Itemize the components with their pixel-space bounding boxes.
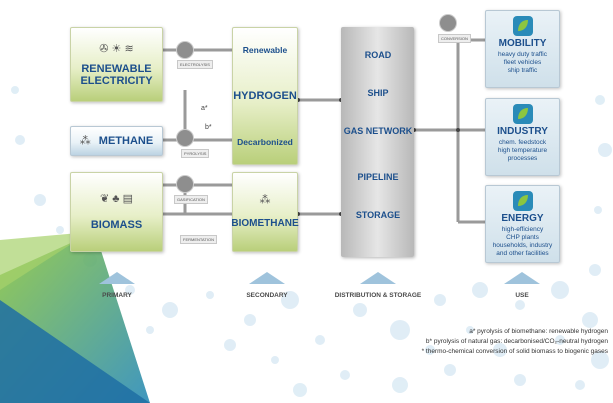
mobility-leaf-icon (513, 16, 533, 36)
secondary-stage-label: SECONDARY (246, 292, 288, 299)
distribution-road: ROAD (364, 50, 392, 60)
pyrolysis-flame-icon (177, 130, 193, 146)
renewable-label: Renewable (242, 45, 288, 56)
use-energy-title: ENERGY (501, 213, 544, 224)
distribution-ship: SHIP (367, 88, 389, 98)
distribution-stage-triangle (360, 272, 396, 284)
pyrolysis-tag: PYROLYSIS (181, 149, 210, 158)
use-stage-triangle (504, 272, 540, 284)
renewable-electricity-box: ✇ ☀ ≋ RENEWABLE ELECTRICITY (70, 27, 163, 102)
pyrolysis-a-marker: a* (201, 105, 208, 112)
footnote-a: a* pyrolysis of biomethane: renewable hy… (469, 328, 608, 335)
pyrolysis-b-marker: b* (205, 124, 212, 131)
use-industry-title: INDUSTRY (497, 126, 548, 137)
hydrogen-label: HYDROGEN (233, 89, 297, 102)
methane-label: METHANE (98, 135, 154, 147)
molecule-icon: ⁂ (259, 194, 271, 206)
renewable-electricity-label: RENEWABLE ELECTRICITY (80, 62, 153, 87)
industry-leaf-icon (513, 104, 533, 124)
molecule-icon: ⁂ (79, 135, 91, 147)
distribution-pipeline: PIPELINE (357, 172, 399, 182)
gasification-tag: GASIFICATION (174, 195, 208, 204)
use-mobility-desc: heavy duty traffic fleet vehicles ship t… (497, 51, 548, 74)
methane-box: ⁂ METHANE (70, 126, 163, 156)
biomethane-box: ⁂ BIOMETHANE (231, 172, 299, 252)
plants-tree-bale-icon: ❦ ♣ ▤ (100, 193, 133, 205)
use-stage-label: USE (515, 292, 529, 299)
electrolysis-tag: ELECTROLYSIS (177, 60, 213, 69)
primary-stage-label: PRIMARY (102, 292, 132, 299)
energy-leaf-icon (513, 191, 533, 211)
biomass-box: ❦ ♣ ▤ BIOMASS (70, 172, 163, 252)
distribution-storage: STORAGE (355, 210, 401, 220)
footnote-c: * thermo-chemical conversion of solid bi… (421, 348, 608, 355)
hydrogen-box: Renewable HYDROGEN Decarbonized (232, 27, 298, 165)
gasification-flame-icon (177, 176, 193, 192)
fermentation-tag: FERMENTATION (180, 235, 217, 244)
use-mobility-title: MOBILITY (498, 38, 547, 49)
biomethane-label: BIOMETHANE (231, 218, 299, 229)
use-energy-desc: high-efficiency CHP plants households, i… (492, 226, 553, 257)
distribution-stage-label: DISTRIBUTION & STORAGE (334, 292, 422, 299)
distribution-gas-network: GAS NETWORK (343, 126, 413, 136)
use-energy-box: ENERGY high-efficiency CHP plants househ… (485, 185, 560, 263)
secondary-stage-triangle (249, 272, 285, 284)
electrolysis-icon (177, 42, 193, 58)
decarbonized-label: Decarbonized (237, 136, 293, 147)
use-mobility-box: MOBILITY heavy duty traffic fleet vehicl… (485, 10, 560, 88)
biomass-label: BIOMASS (90, 219, 143, 231)
distribution-column (341, 27, 414, 257)
conversion-tag: CONVERSION (438, 34, 471, 43)
use-industry-desc: chem. feedstock high temperature process… (497, 139, 548, 162)
footnote-b: b* pyrolysis of natural gas: decarbonise… (425, 338, 608, 345)
primary-stage-triangle (99, 272, 135, 284)
use-industry-box: INDUSTRY chem. feedstock high temperatur… (485, 98, 560, 176)
wind-sun-water-icon: ✇ ☀ ≋ (99, 42, 134, 55)
conversion-icon (440, 15, 456, 31)
